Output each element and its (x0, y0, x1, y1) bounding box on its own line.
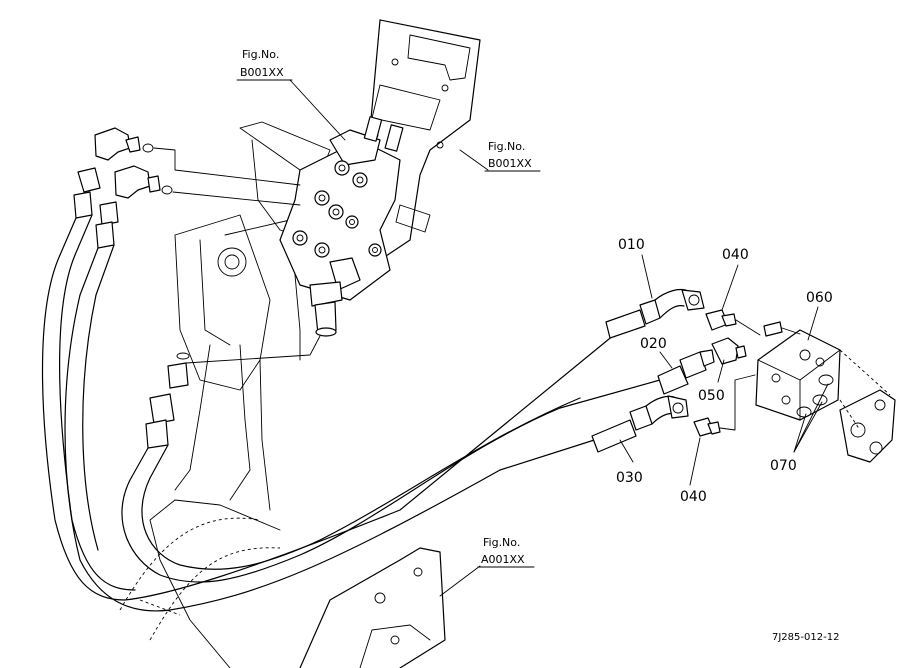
fig-ref-bottom: Fig.No. A001XX (477, 536, 535, 568)
hose-lines (41, 254, 661, 616)
part-label-040-lower: 040 (680, 489, 707, 505)
control-valve (279, 116, 404, 337)
drawing-code: 7J285-012-12 (772, 632, 839, 643)
part-label-020: 020 (640, 336, 667, 352)
adapter-040-lower (693, 374, 756, 437)
hose-010 (605, 288, 705, 339)
part-label-060: 060 (806, 290, 833, 306)
adapter-040-upper (705, 309, 761, 336)
plate-060 (755, 321, 841, 421)
part-label-040-upper: 040 (722, 247, 749, 263)
leader-lines (289, 79, 829, 597)
part-label-070: 070 (770, 458, 797, 474)
fig-ref-bottom-line1: Fig.No. (483, 536, 520, 549)
valve-port-circles (292, 160, 382, 258)
fig-ref-top-line1: Fig.No. (242, 48, 279, 61)
left-hose-ends (59, 127, 301, 296)
fig-ref-bottom-line2: A001XX (481, 553, 525, 566)
fig-ref-right-line2: B001XX (488, 157, 532, 170)
fig-ref-top: Fig.No. B001XX (236, 48, 293, 81)
lower-hose-end (129, 335, 321, 481)
fig-ref-right-line1: Fig.No. (488, 140, 525, 153)
fig-ref-top-line2: B001XX (240, 66, 284, 79)
part-label-050: 050 (698, 388, 725, 404)
elbow-050 (711, 337, 747, 365)
hose-020 (657, 349, 715, 395)
fig-ref-right: Fig.No. B001XX (484, 140, 541, 172)
part-labels: 010 020 030 040 040 050 060 070 (616, 237, 833, 505)
hose-030 (591, 395, 689, 453)
right-valve-block (839, 349, 896, 463)
part-label-010: 010 (618, 237, 645, 253)
part-label-030: 030 (616, 470, 643, 486)
o-rings-070 (796, 374, 834, 418)
